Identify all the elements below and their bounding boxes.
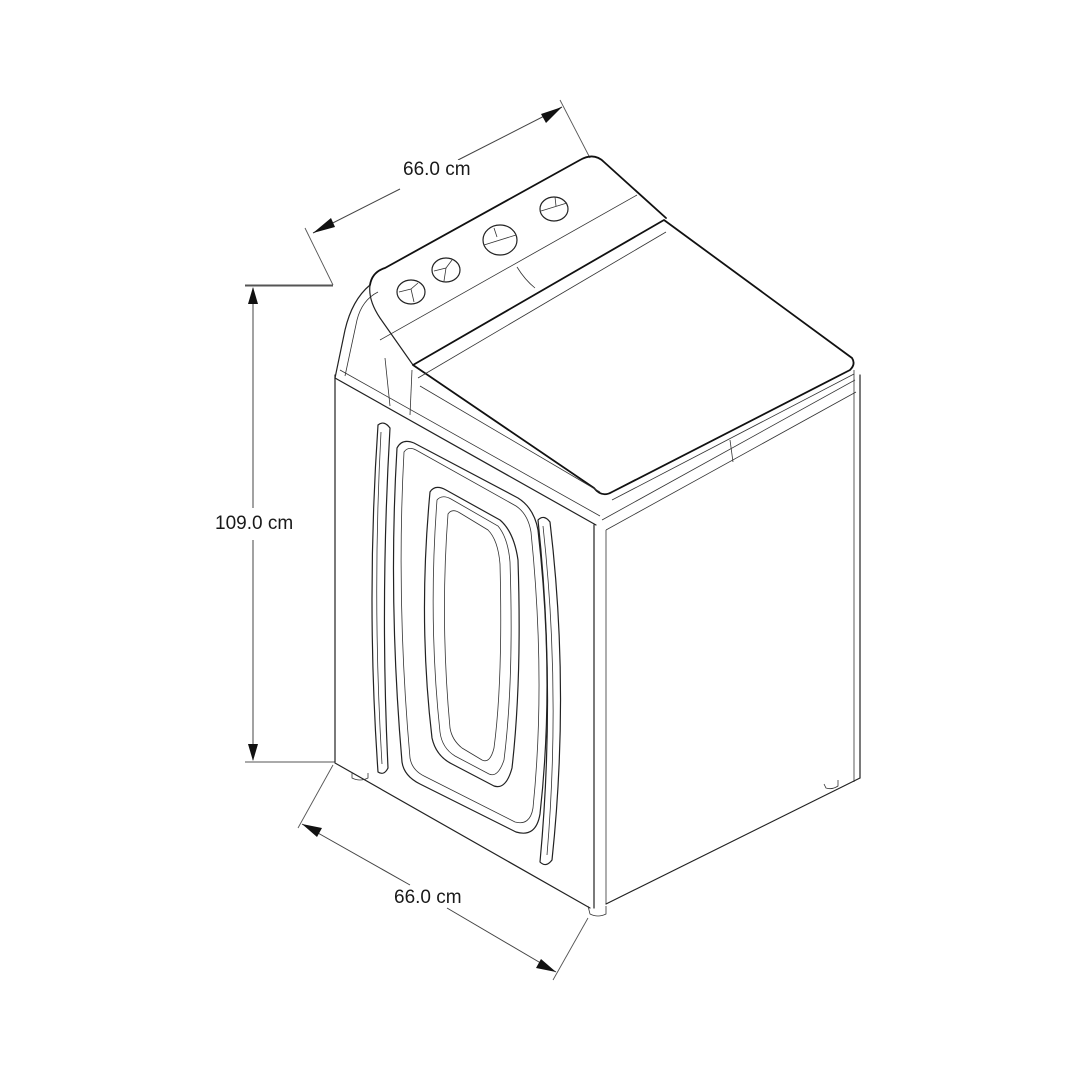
height-label: 109.0 cm	[213, 513, 296, 534]
knob-4	[539, 196, 569, 222]
top-depth-label: 66.0 cm	[401, 159, 473, 180]
front-bezel	[371, 422, 562, 866]
knob-2	[431, 257, 461, 283]
washer-body	[334, 284, 861, 917]
control-panel	[369, 155, 667, 366]
height-dimension	[245, 285, 335, 763]
knob-1	[396, 279, 426, 305]
top-depth-dimension	[245, 99, 591, 286]
lid	[412, 219, 855, 501]
knob-3	[482, 224, 518, 256]
bottom-width-label: 66.0 cm	[392, 887, 464, 908]
bottom-width-dimension	[297, 764, 589, 981]
